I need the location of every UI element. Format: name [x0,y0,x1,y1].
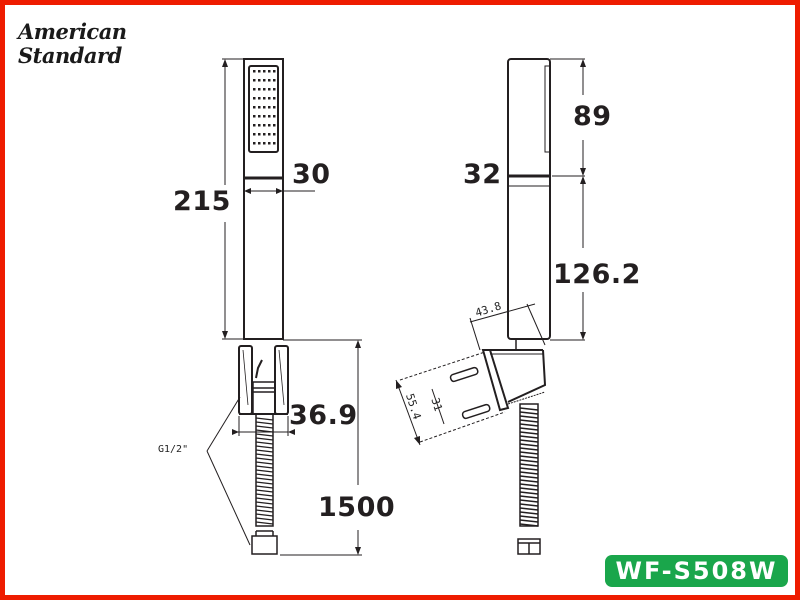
dim-holder-width: 36.9 [289,400,358,431]
brand-line-1: American [18,19,127,44]
nozzle-grid [253,70,276,145]
side-view-hose [517,403,541,555]
dim-total-height: 215 [173,186,231,217]
dim-thickness: 32 [463,159,502,190]
dim-head-width: 30 [292,159,331,190]
brand-line-2: Standard [18,43,122,68]
brand-logo: American Standard [18,20,127,68]
dim-hose-length: 1500 [318,492,396,523]
front-view-holder [238,345,289,415]
front-view-handshower [243,58,284,340]
dim-head-length: 89 [573,101,612,132]
dim-handle-length: 126.2 [553,259,641,290]
front-view-hose [251,413,278,555]
model-badge: WF-S508W [605,555,788,587]
thread-label: G1/2" [158,444,189,455]
side-view-handshower [507,58,551,340]
side-view-bracket [399,340,547,443]
